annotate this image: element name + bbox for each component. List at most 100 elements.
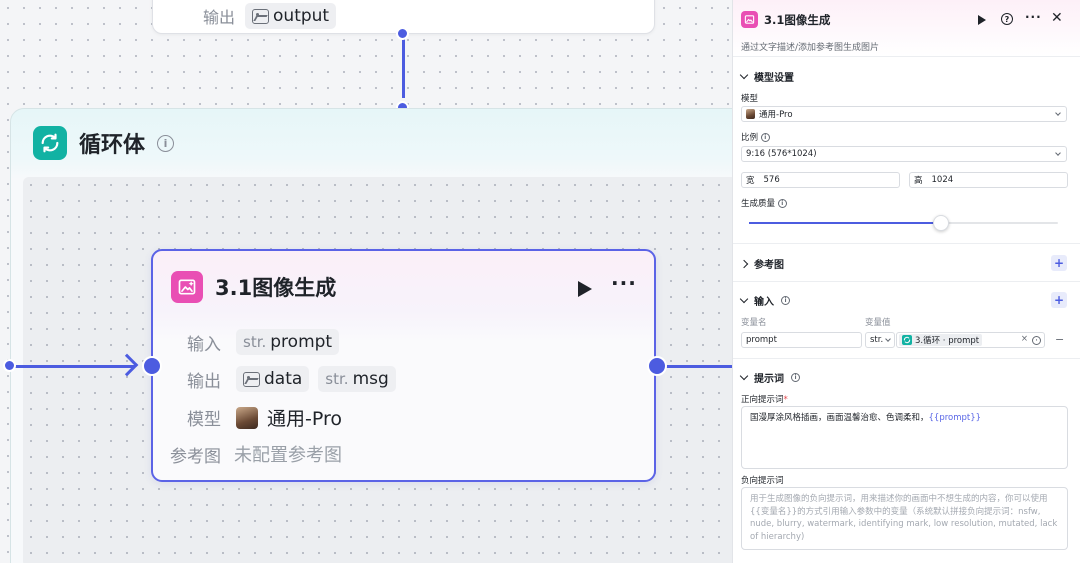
- col-header-var-name: 变量名: [741, 318, 767, 328]
- output-chip-msg: str. msg: [318, 366, 396, 392]
- model-settings-title: 模型设置: [754, 73, 794, 84]
- chevron-down-icon: [1055, 110, 1061, 116]
- image-node-ref-row: 参考图 未配置参考图: [170, 441, 342, 467]
- quality-slider[interactable]: [749, 215, 1058, 231]
- workflow-canvas[interactable]: 输出 output 循环体 i: [0, 0, 732, 563]
- output-name-msg: msg: [352, 369, 389, 389]
- info-icon[interactable]: i: [157, 134, 175, 152]
- model-field-label: 模型: [741, 94, 759, 104]
- output-chip-data: data: [236, 366, 310, 392]
- input-section-title: 输入: [754, 297, 774, 308]
- clear-icon[interactable]: ×: [1020, 334, 1028, 344]
- divider: [733, 243, 1080, 244]
- chevron-down-icon: [1055, 150, 1061, 156]
- remove-input-button[interactable]: −: [1055, 333, 1065, 346]
- prompt-section-header[interactable]: 提示词 i: [739, 370, 800, 385]
- close-icon[interactable]: ✕: [1051, 10, 1063, 26]
- more-options-icon[interactable]: ···: [1025, 10, 1042, 24]
- image-node-input-row: 输入 str. prompt: [187, 329, 340, 355]
- ref-label: 参考图: [170, 446, 221, 467]
- model-label: 模型: [187, 410, 221, 430]
- input-var-name: prompt: [746, 335, 777, 345]
- quality-slider-fill: [749, 222, 941, 224]
- image-node-output-row: 输出 data str. msg: [187, 366, 396, 392]
- negative-prompt-textarea[interactable]: 用于生成图像的负向提示词，用来描述你的画面中不想生成的内容，你可以使用 {{变量名…: [741, 487, 1068, 550]
- negative-prompt-label: 负向提示词: [741, 476, 784, 486]
- height-input[interactable]: 高 1024: [909, 172, 1068, 188]
- info-icon[interactable]: i: [760, 133, 770, 142]
- run-node-icon[interactable]: [978, 15, 986, 25]
- positive-prompt-label-text: 正向提示词: [741, 395, 784, 405]
- reference-image-header[interactable]: 参考图: [739, 256, 784, 271]
- model-settings-header[interactable]: 模型设置: [739, 69, 794, 84]
- input-var-value-field[interactable]: 3.循环 · prompt × ·: [896, 332, 1045, 348]
- chevron-down-icon: [885, 336, 892, 342]
- output-label: 输出: [187, 371, 221, 392]
- connection-line-out: [665, 365, 732, 368]
- reference-image-title: 参考图: [754, 260, 784, 271]
- negative-prompt-placeholder-2: {{变量名}}的方式引用输入参数中的变量（系统默认拼接负向提示词：nsfw, n…: [750, 506, 1058, 542]
- width-input[interactable]: 宽 576: [741, 172, 900, 188]
- input-var-name-field[interactable]: prompt: [741, 332, 862, 348]
- input-section-header[interactable]: 输入 i: [739, 293, 790, 308]
- more-options-icon[interactable]: ···: [611, 271, 637, 295]
- model-avatar: [236, 406, 258, 429]
- connection-line-vertical: [402, 38, 405, 98]
- previous-node-output-port[interactable]: [396, 27, 409, 40]
- chevron-right-icon: [739, 259, 749, 268]
- positive-prompt-label: 正向提示词*: [741, 393, 788, 405]
- height-key: 高: [914, 176, 923, 186]
- image-node-model-row: 模型 通用-Pro: [187, 404, 342, 431]
- info-icon[interactable]: i: [781, 296, 790, 305]
- input-type: str.: [243, 333, 267, 351]
- image-node-title: 3.1图像生成: [215, 276, 337, 300]
- output-name-data: data: [264, 369, 303, 389]
- input-name: prompt: [270, 332, 333, 352]
- divider: [733, 358, 1080, 359]
- quality-slider-thumb[interactable]: [933, 215, 949, 231]
- loop-icon: [33, 126, 67, 160]
- ratio-select[interactable]: 9:16 (576*1024): [741, 146, 1067, 162]
- info-icon[interactable]: i: [791, 373, 800, 382]
- negative-prompt-placeholder-1: 用于生成图像的负向提示词，用来描述你的画面中不想生成的内容，你可以使用: [750, 494, 1048, 504]
- col-header-var-value: 变量值: [865, 318, 891, 328]
- output-type-msg: str.: [325, 370, 349, 388]
- ref-value: 未配置参考图: [234, 445, 342, 466]
- add-reference-button[interactable]: +: [1051, 255, 1067, 271]
- panel-description: 通过文字描述/添加参考图生成图片: [741, 43, 880, 53]
- help-icon[interactable]: ?: [1001, 13, 1013, 25]
- image-generation-node[interactable]: 3.1图像生成 ··· 输入 str. prompt 输出 data str. …: [151, 249, 656, 482]
- previous-node-output-row: 输出 output: [203, 3, 337, 29]
- ratio-field-label: 比例 i: [741, 131, 770, 143]
- divider: [733, 281, 1080, 282]
- width-value: 576: [763, 175, 780, 185]
- input-chip-prompt: str. prompt: [236, 329, 340, 355]
- chevron-down-icon: [739, 70, 749, 80]
- prompt-section-title: 提示词: [754, 374, 784, 385]
- loop-start-port[interactable]: [3, 359, 16, 372]
- image-node-output-port[interactable]: [647, 356, 667, 376]
- positive-prompt-textarea[interactable]: 国漫厚涂风格插画，画面温馨治愈、色调柔和，{{prompt}}: [741, 406, 1068, 469]
- model-select-value: 通用-Pro: [759, 110, 793, 120]
- previous-node-output-label: 输出: [203, 8, 236, 27]
- image-node-input-port[interactable]: [142, 356, 162, 376]
- loop-icon: [902, 335, 912, 345]
- add-input-button[interactable]: +: [1051, 292, 1067, 308]
- image-icon: [243, 371, 260, 387]
- run-node-icon[interactable]: [578, 281, 592, 297]
- image-generation-icon: [741, 11, 758, 28]
- variable-reference-text: 3.循环 · prompt: [915, 336, 980, 346]
- input-type-select[interactable]: str.: [865, 332, 895, 348]
- previous-node-output-name: output: [273, 6, 330, 26]
- chevron-down-icon: [739, 294, 749, 304]
- quality-field-label: 生成质量 i: [741, 197, 787, 209]
- input-label: 输入: [187, 334, 221, 355]
- node-config-panel: 3.1图像生成 ? ··· ✕ 通过文字描述/添加参考图生成图片 模型设置 模型…: [732, 0, 1080, 563]
- positive-prompt-variable: {{prompt}}: [928, 413, 982, 423]
- model-select[interactable]: 通用-Pro: [741, 106, 1067, 122]
- model-value: 通用-Pro: [267, 408, 342, 430]
- connection-line-in: [10, 365, 135, 368]
- variable-picker-icon[interactable]: ·: [1032, 336, 1041, 345]
- input-type-value: str.: [870, 335, 884, 345]
- info-icon[interactable]: i: [777, 199, 787, 208]
